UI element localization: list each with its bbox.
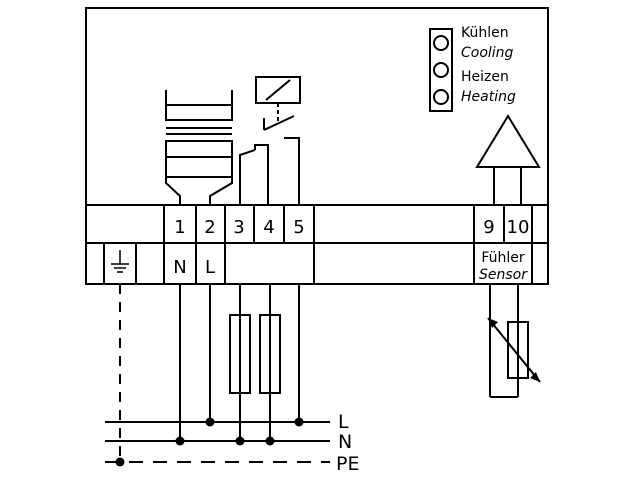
load-resistor-3 xyxy=(229,314,251,394)
status-led-legend xyxy=(429,28,453,112)
relay-icon xyxy=(239,76,301,205)
bus-n-label: N xyxy=(338,431,352,453)
spare-led-icon xyxy=(433,89,449,105)
line-supply-label: L xyxy=(205,257,215,278)
heating-label-de: Heizen xyxy=(461,69,509,85)
terminal-1-label: 1 xyxy=(174,217,185,238)
terminal-3-label: 3 xyxy=(233,217,244,238)
cooling-label-en: Cooling xyxy=(461,45,514,61)
heating-label-en: Heating xyxy=(461,89,516,105)
terminal-strip xyxy=(86,204,548,284)
terminal-5-label: 5 xyxy=(293,217,304,238)
sensor-label-de: Fühler xyxy=(481,250,525,266)
neutral-supply-label: N xyxy=(173,257,186,278)
transformer-icon xyxy=(165,90,233,205)
sensor-label-en: Sensor xyxy=(479,267,528,283)
external-wiring xyxy=(119,284,519,462)
terminal-2-label: 2 xyxy=(204,217,215,238)
bus-pe-label: PE xyxy=(336,453,359,475)
terminal-4-label: 4 xyxy=(263,217,274,238)
supply-bus xyxy=(105,417,330,467)
cooling-label-de: Kühlen xyxy=(461,25,509,41)
controller-housing xyxy=(85,7,549,285)
load-resistor-4 xyxy=(259,314,281,394)
sensor-input-arrow-icon xyxy=(475,114,541,205)
ground-icon xyxy=(111,250,129,273)
terminal-10-label: 10 xyxy=(507,217,530,238)
bus-l-label: L xyxy=(338,411,349,433)
sensor-thermistor-icon xyxy=(487,317,541,383)
terminal-9-label: 9 xyxy=(483,217,494,238)
cooling-led-icon xyxy=(433,35,449,51)
heating-led-icon xyxy=(433,62,449,78)
